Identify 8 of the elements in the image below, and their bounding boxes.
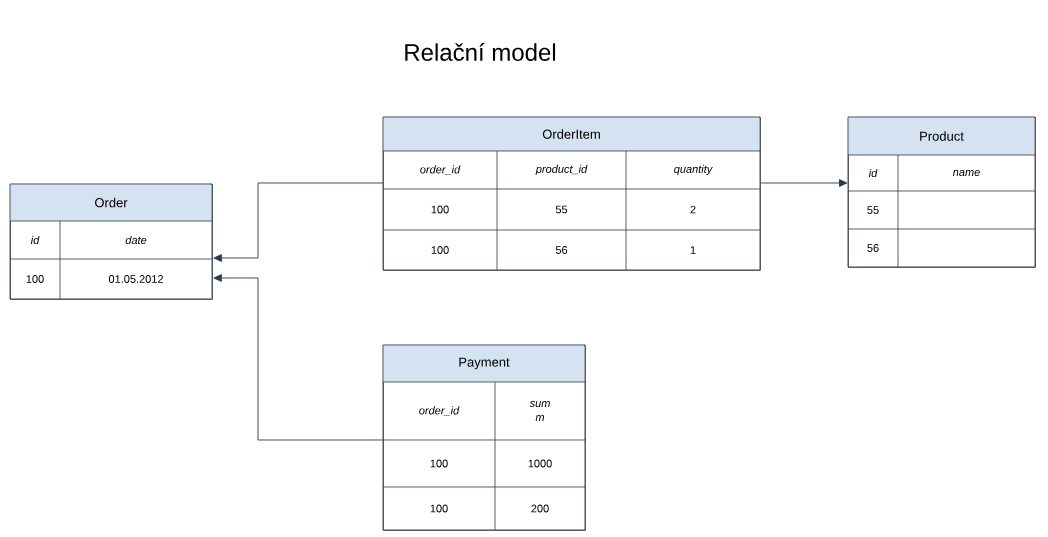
table: Product id name 55 56 <box>847 116 1036 268</box>
table: Order id date 100 01.05.2012 <box>9 183 213 300</box>
arrow <box>213 182 384 262</box>
table: OrderItem order_id product_id quantity 100 55 2 100 56 1 <box>382 116 761 271</box>
table: Payment order_id sum m 100 1000 100 200 <box>382 344 586 531</box>
arrow <box>760 179 848 187</box>
arrow <box>213 274 384 441</box>
diagram-title: Relační model <box>405 43 556 61</box>
